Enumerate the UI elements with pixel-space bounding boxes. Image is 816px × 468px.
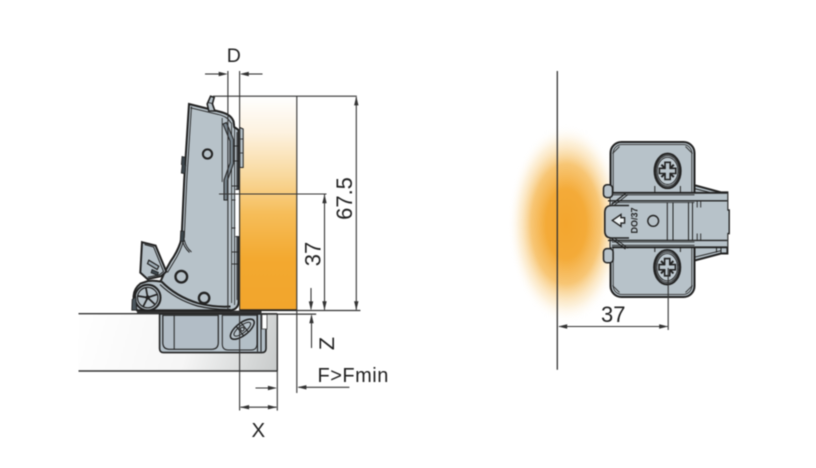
svg-text:X: X bbox=[251, 419, 265, 442]
svg-text:67.5: 67.5 bbox=[332, 177, 357, 220]
svg-text:37: 37 bbox=[601, 302, 625, 327]
svg-text:F>Fmin: F>Fmin bbox=[318, 365, 389, 387]
svg-text:D: D bbox=[227, 45, 241, 67]
svg-text:37: 37 bbox=[300, 242, 325, 266]
svg-text:Z: Z bbox=[315, 337, 339, 350]
svg-text:DO/37: DO/37 bbox=[630, 207, 640, 233]
